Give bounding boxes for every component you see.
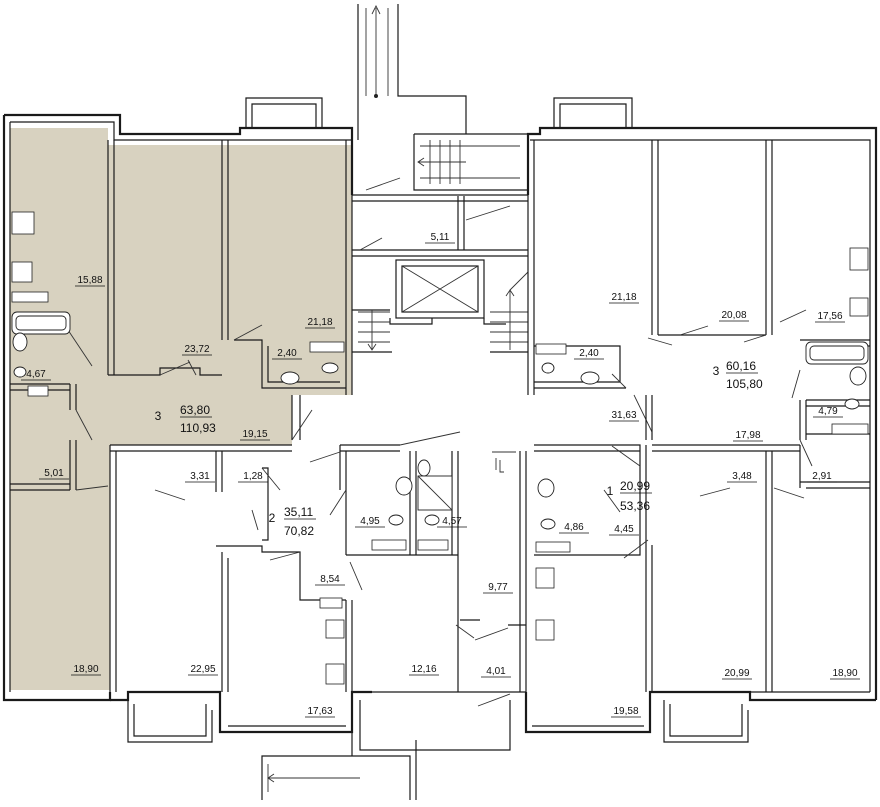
apartment-living-area: 35,11 (284, 505, 313, 519)
room-area-label: 19,15 (242, 429, 267, 440)
room-area-label: 19,58 (613, 706, 638, 717)
apartment-room-count: 3 (713, 364, 720, 378)
room-area-label: 4,79 (818, 406, 838, 417)
room-area-label: 4,01 (486, 666, 506, 677)
apartment-room-count: 2 (269, 511, 276, 525)
room-area-label: 4,95 (360, 516, 380, 527)
room-area-label: 2,91 (812, 471, 832, 482)
room-area-label: 22,95 (190, 664, 215, 675)
room-area-label: 3,48 (732, 471, 752, 482)
outer-walls (2, 113, 878, 734)
room-area-label: 4,86 (564, 522, 584, 533)
room-labels: 15,88 23,72 21,18 2,40 4,67 19,15 5,01 18,90 5,1… (21, 232, 860, 718)
room-area-label: 3,31 (190, 471, 210, 482)
room-area-label: 31,63 (611, 410, 636, 421)
room-area-label: 4,45 (614, 524, 634, 535)
room-area-label: 23,72 (184, 344, 209, 355)
central-walls (154, 431, 653, 707)
apartment-summary: 2 35,11 70,82 (269, 505, 316, 538)
apartment-total-area: 53,36 (620, 499, 650, 513)
highlighted-apartment[interactable] (10, 128, 352, 690)
apartment-living-area: 20,99 (620, 479, 650, 493)
room-area-label: 17,56 (817, 311, 842, 322)
room-area-label: 9,77 (488, 582, 508, 593)
apartment-total-area: 105,80 (726, 377, 763, 391)
stove-icon (11, 211, 869, 685)
bottom-balconies (127, 700, 749, 800)
room-area-label: 15,88 (77, 275, 102, 286)
room-area-label: 21,18 (611, 292, 636, 303)
room-area-label: 12,16 (411, 664, 436, 675)
apartment-room-count: 3 (155, 409, 162, 423)
apartment-living-area: 60,16 (726, 359, 756, 373)
room-area-label: 20,08 (721, 310, 746, 321)
apartment-summary: 3 63,80 110,93 (155, 403, 216, 435)
room-area-label: 17,63 (307, 706, 332, 717)
toilet-icon (12, 332, 867, 530)
apartment-total-area: 110,93 (180, 421, 216, 435)
bathtub-icon (11, 311, 869, 365)
shower-icon (417, 475, 453, 511)
room-area-label: 5,11 (431, 232, 450, 243)
room-area-label: 2,40 (277, 348, 297, 359)
room-area-label: 5,01 (44, 468, 64, 479)
room-area-label: 4,57 (442, 516, 462, 527)
room-area-label: 18,90 (73, 664, 98, 675)
room-area-label: 21,18 (307, 317, 332, 328)
room-area-label: 4,67 (26, 369, 46, 380)
apartment-room-count: 1 (607, 484, 614, 498)
apartment-total-area: 70,82 (284, 524, 314, 538)
apartment-summary: 1 20,99 53,36 (607, 479, 652, 513)
room-area-label: 17,98 (735, 430, 760, 441)
room-area-label: 1,28 (243, 471, 263, 482)
room-area-label: 20,99 (724, 668, 749, 679)
stair-core (352, 140, 535, 395)
room-area-label: 2,40 (579, 348, 599, 359)
room-area-label: 8,54 (320, 574, 340, 585)
kitchen-counter-icon (11, 291, 869, 609)
apartment-living-area: 63,80 (180, 403, 210, 417)
top-balconies (245, 4, 633, 191)
room-area-label: 18,90 (832, 668, 857, 679)
left-apartment-walls (10, 140, 353, 692)
apartment-summary: 3 60,16 105,80 (713, 359, 763, 391)
apartment-labels: 3 63,80 110,93 2 35,11 70,82 1 20,99 53,36 3 60,16… (155, 359, 763, 538)
